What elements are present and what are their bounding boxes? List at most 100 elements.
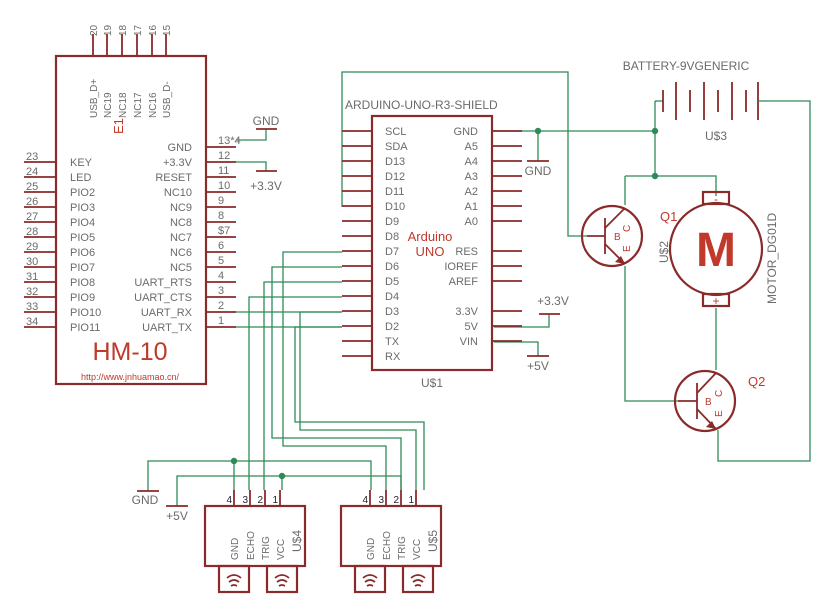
arduino-gnd-symbol: GND [525, 160, 552, 178]
sensor-pin-label: ECHO [246, 531, 257, 560]
hm10-gnd-symbol: GND [253, 114, 280, 130]
arduino-right-pin-label: AREF [449, 276, 479, 288]
arduino-left-pin-label: TX [385, 336, 400, 348]
sensor-ref: U$4 [290, 530, 304, 552]
arduino-left-pin-label: RX [385, 351, 401, 363]
hm10-top-pin-number: 18 [118, 24, 129, 36]
hm10-module: 20USB_D+19NC1918NC1817NC1716NC1615USB_D-… [24, 24, 241, 386]
bottom-5v-symbol: +5V [166, 505, 188, 523]
battery-ref: U$3 [705, 129, 727, 143]
svg-text:E: E [622, 245, 633, 252]
hm10-left-pin-label: PIO7 [70, 262, 95, 274]
wire-q1-q2 [624, 266, 678, 402]
hm10-right-pin-label: UART_RTS [134, 277, 192, 289]
hm10-url: http://www.jnhuamao.cn/ [81, 372, 180, 382]
sensor-pin-number: 2 [257, 495, 263, 506]
hm10-left-pin-number: 27 [26, 211, 38, 223]
q1-label: Q1 [660, 209, 677, 224]
arduino-right-pin-label: A4 [465, 156, 478, 168]
motor-name: MOTOR_DG01D [765, 213, 779, 304]
arduino-left-pin-label: D7 [385, 246, 399, 258]
hm10-right-pin-label: UART_TX [142, 322, 193, 334]
transducer-icon [217, 564, 251, 594]
junctions [230, 127, 659, 480]
hm10-left-pin-label: PIO2 [70, 187, 95, 199]
hm10-left-pin-label: PIO4 [70, 217, 95, 229]
arduino-left-pin-label: SDA [385, 141, 408, 153]
hm10-right-pin-label: NC8 [170, 217, 192, 229]
arduino-left-pin-label: D2 [385, 321, 399, 333]
hm10-right-pin-label: RESET [155, 172, 192, 184]
arduino-5v-symbol: +5V [527, 355, 549, 373]
transducer-icon [353, 564, 387, 594]
arduino-body [370, 114, 494, 372]
svg-text:C: C [714, 390, 725, 397]
hm10-top-pin-number: 16 [148, 24, 159, 36]
battery-9v: BATTERY-9VGENERIC U$3 [623, 59, 767, 143]
svg-text:B: B [705, 397, 712, 408]
wire-5v-bus [176, 475, 402, 506]
svg-text:+: + [712, 294, 719, 308]
hm10-left-pin-label: LED [70, 172, 91, 184]
wire-hm10-gnd [236, 129, 267, 141]
arduino-right-pin-label: IOREF [444, 261, 478, 273]
hm10-body [54, 54, 208, 386]
arduino-title: ARDUINO-UNO-R3-SHIELD [345, 98, 498, 112]
arduino-center-name: Arduino [408, 229, 453, 244]
wire-arduino-3v3 [494, 314, 550, 328]
junction-dot [230, 457, 238, 465]
sensor-pin-number: 3 [242, 495, 248, 506]
hm10-right-pin-number: 1 [218, 315, 224, 327]
svg-text:B: B [614, 232, 621, 243]
hm10-left-pin-label: PIO9 [70, 292, 95, 304]
hm10-left-pin-number: 33 [26, 301, 38, 313]
arduino-left-pin-label: D6 [385, 261, 399, 273]
hm10-right-pin-number: $7 [218, 225, 230, 237]
hm10-right-pin-number: 2 [218, 300, 224, 312]
hm10-left-pin-number: 25 [26, 181, 38, 193]
sensor-body [203, 504, 307, 568]
arduino-right-pin-label: A2 [465, 186, 478, 198]
sensor-pin-number: 1 [272, 495, 278, 506]
hm10-left-pin-number: 32 [26, 286, 38, 298]
wire-d4 [248, 296, 342, 490]
svg-text:GND: GND [525, 164, 552, 178]
arduino-left-pin-label: D9 [385, 216, 399, 228]
arduino-right-pin-label: RES [455, 246, 478, 258]
wire-d10-q1-base [341, 71, 587, 237]
arduino-left-pin-label: D12 [385, 171, 405, 183]
sensor-pin-label: GND [366, 538, 377, 560]
q2-label: Q2 [748, 374, 765, 389]
hm10-left-pin-label: PIO8 [70, 277, 95, 289]
hm10-name: HM-10 [92, 338, 167, 366]
hm10-right-pin-label: +3.3V [163, 157, 193, 169]
arduino-right-pin-label: 5V [465, 321, 479, 333]
hm10-right-pin-number: 13*4 [218, 135, 241, 147]
hm10-right-pin-number: 11 [218, 165, 229, 177]
hm10-top-pin-label: USB_D+ [89, 79, 100, 118]
hm10-left-pin-label: PIO5 [70, 232, 95, 244]
hm10-right-pin-number: 12 [218, 150, 230, 162]
hm10-top-pin-label: NC19 [103, 92, 114, 118]
sensor-ref: U$5 [426, 530, 440, 552]
wire-d6 [271, 266, 402, 490]
hm10-right-pins: 13*4GND12+3.3V11RESET10NC109NC98NC8$7NC7… [134, 135, 241, 334]
sensor-pin-label: VCC [276, 539, 287, 560]
arduino-right-pin-label: GND [454, 126, 479, 138]
hm10-ref: E1 [111, 118, 126, 134]
motor-dg01d: - + M U$2 MOTOR_DG01D [657, 190, 779, 308]
wire-d7 [282, 251, 387, 490]
hm10-3v3-symbol: +3.3V [250, 170, 282, 193]
sensor-pin-label: TRIG [397, 536, 408, 560]
hm10-right-pin-label: GND [168, 142, 193, 154]
transducer-icon [265, 564, 299, 594]
arduino-right-pin-label: A3 [465, 171, 478, 183]
junction-dot [651, 127, 659, 135]
hm10-left-pin-number: 24 [26, 166, 38, 178]
sensor-pin-label: TRIG [261, 536, 272, 560]
arduino-left-pin-label: D4 [385, 291, 399, 303]
arduino-left-pin-label: D11 [385, 186, 404, 198]
